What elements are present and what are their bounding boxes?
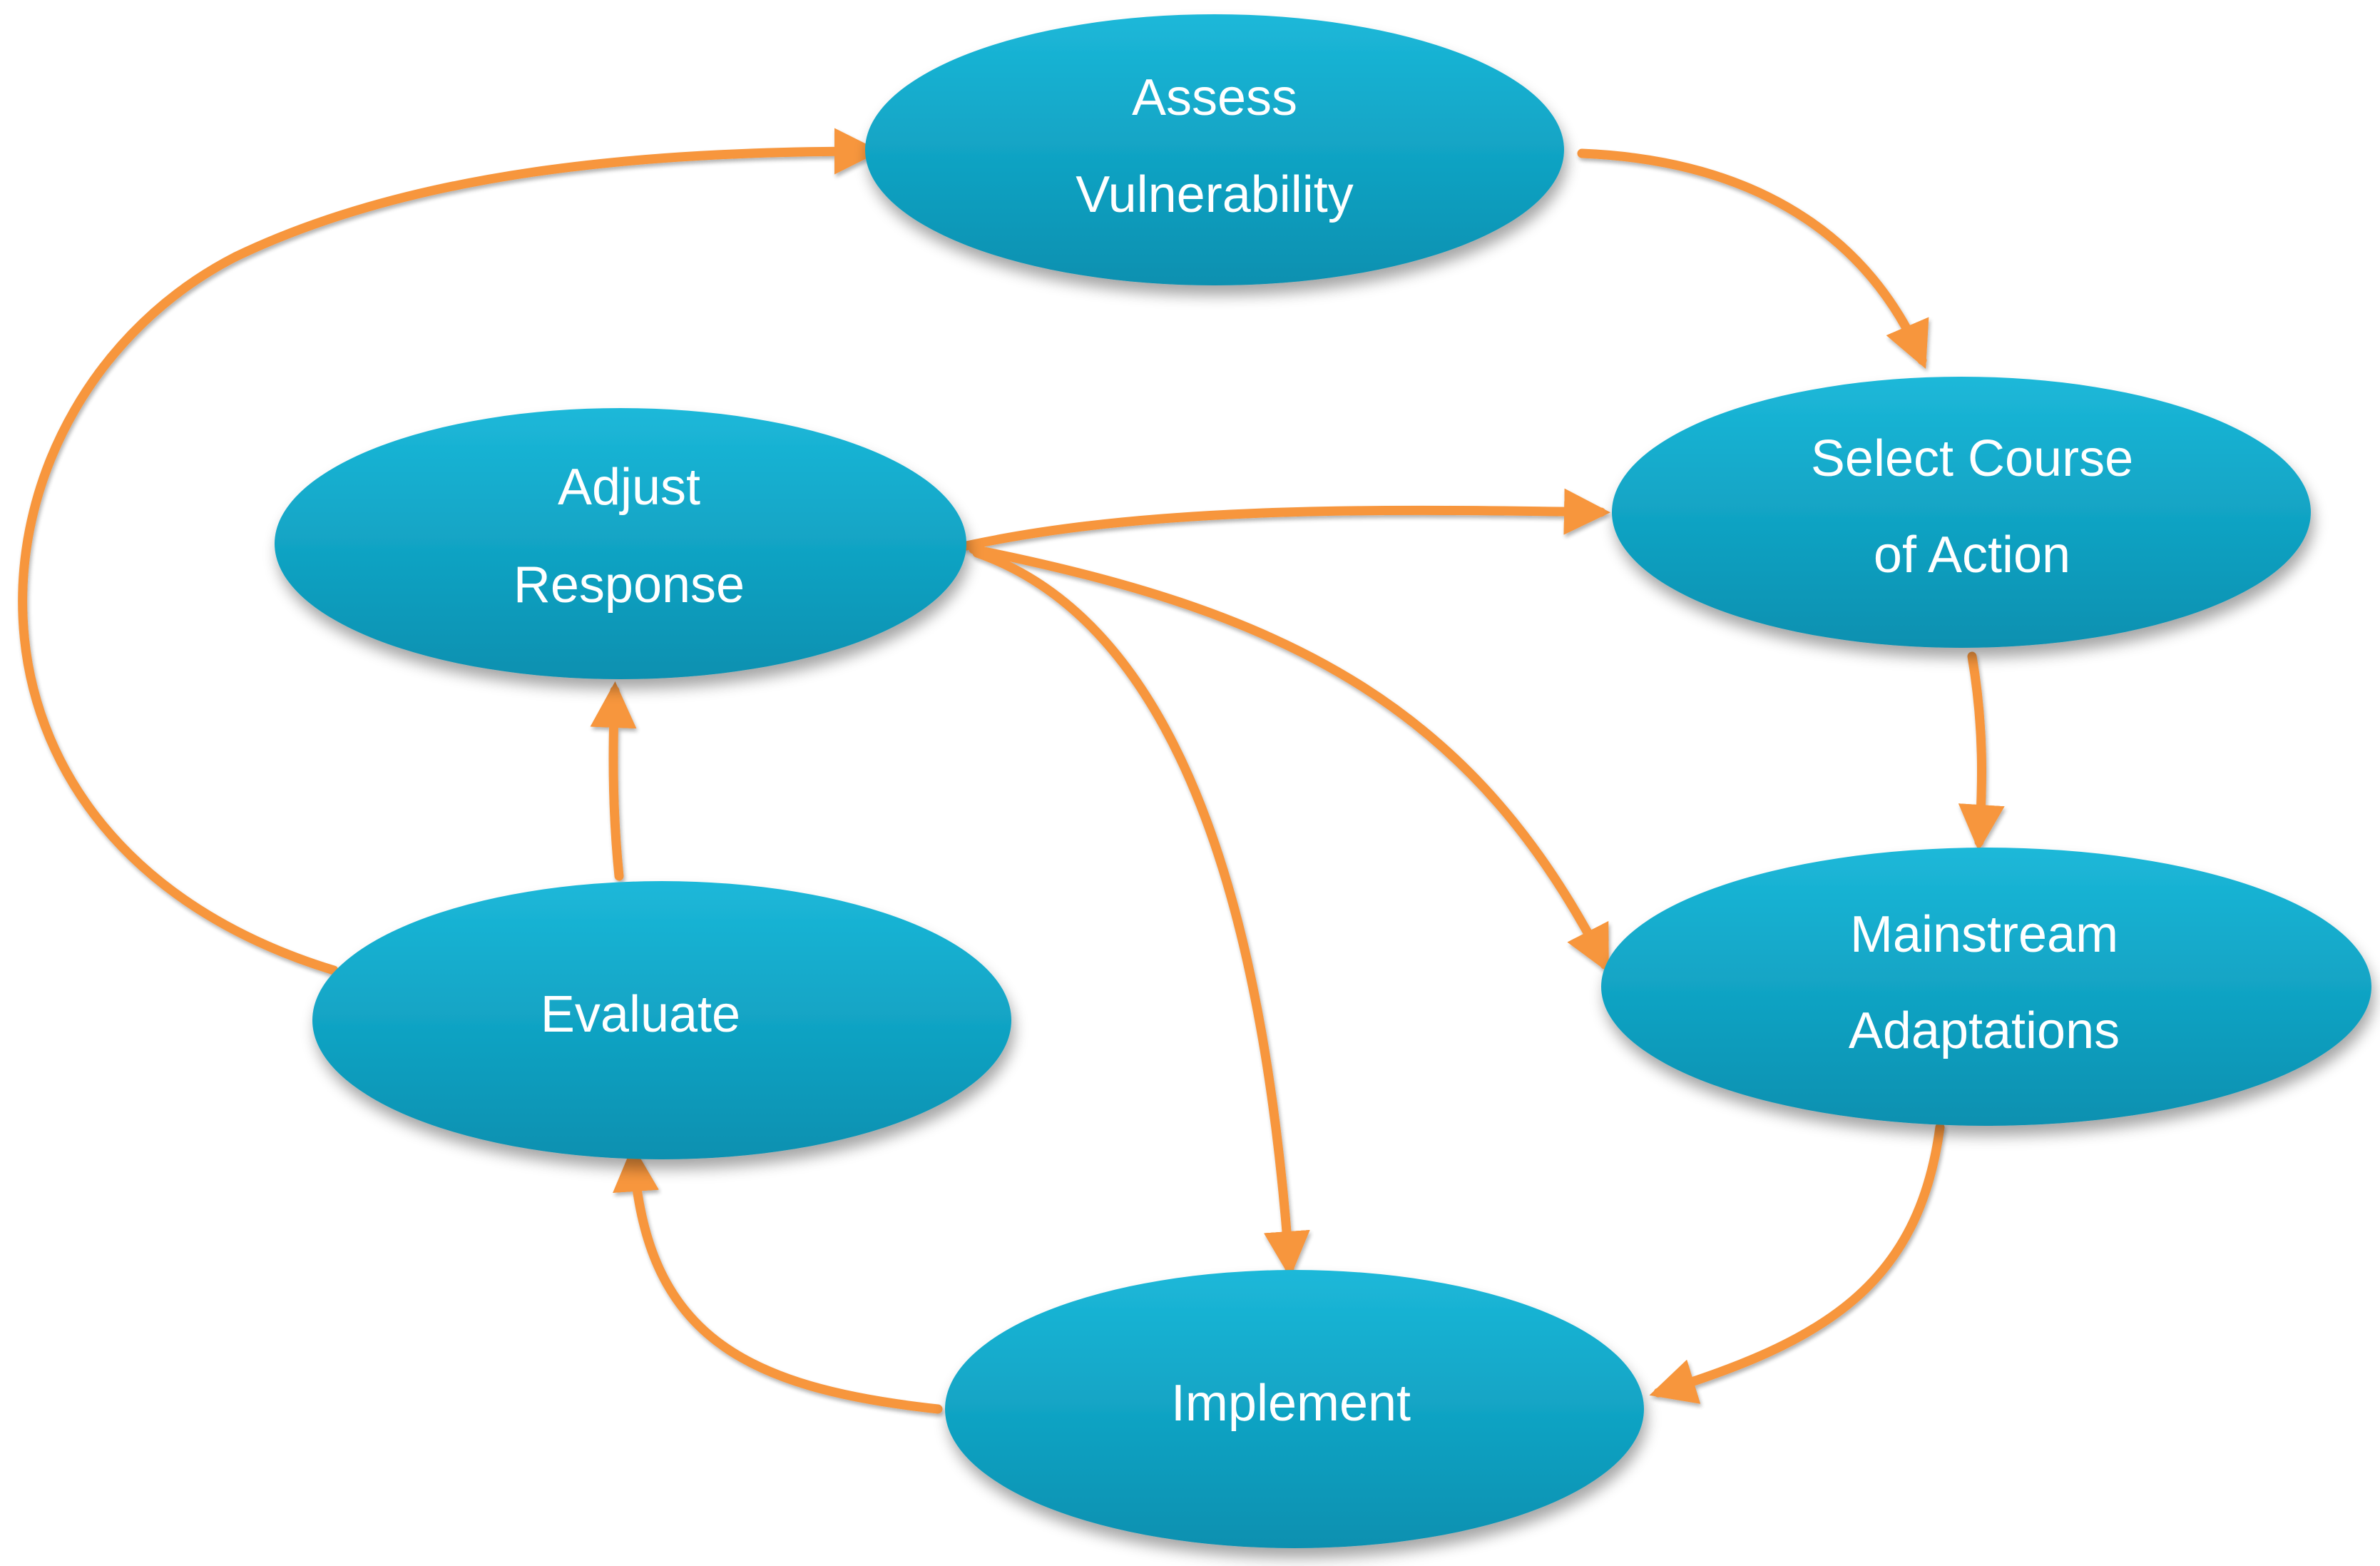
- assess-vulnerability-label-line2: Vulnerability: [1076, 166, 1354, 223]
- adjust-response-label-line1: Adjust: [558, 459, 700, 516]
- arrow-assess-to-select: [1577, 148, 1929, 369]
- arrow-adjust-to-implement: [972, 548, 1310, 1278]
- arrow-adjust-to-select: [961, 488, 1610, 551]
- arrow-evaluate-to-assess: [18, 128, 881, 975]
- select-course-of-action-label-line2: of Action: [1874, 527, 2070, 584]
- node-implement: Implement: [945, 1270, 1644, 1548]
- assess-vulnerability-label-line1: Assess: [1132, 69, 1297, 126]
- mainstream-adaptations-label-line1: Mainstream: [1850, 906, 2118, 963]
- node-select-course-of-action: Select Course of Action: [1612, 377, 2311, 648]
- node-evaluate: Evaluate: [312, 881, 1011, 1159]
- adjust-response-label-line2: Response: [514, 556, 745, 614]
- arrow-select-to-mainstream: [1958, 651, 2005, 851]
- node-adjust-response: Adjust Response: [275, 408, 966, 679]
- implement-label: Implement: [1171, 1375, 1411, 1432]
- node-assess-vulnerability: Assess Vulnerability: [865, 14, 1564, 285]
- arrow-mainstream-to-implement: [1649, 1122, 1945, 1404]
- evaluate-label: Evaluate: [541, 986, 740, 1043]
- arrow-adjust-to-mainstream: [969, 544, 1610, 973]
- node-mainstream-adaptations: Mainstream Adaptations: [1601, 848, 2371, 1126]
- arrow-implement-to-evaluate: [613, 1145, 943, 1414]
- arrow-evaluate-to-adjust: [590, 681, 637, 881]
- mainstream-adaptations-label-line2: Adaptations: [1849, 1002, 2120, 1059]
- select-course-of-action-label-line1: Select Course: [1811, 430, 2133, 487]
